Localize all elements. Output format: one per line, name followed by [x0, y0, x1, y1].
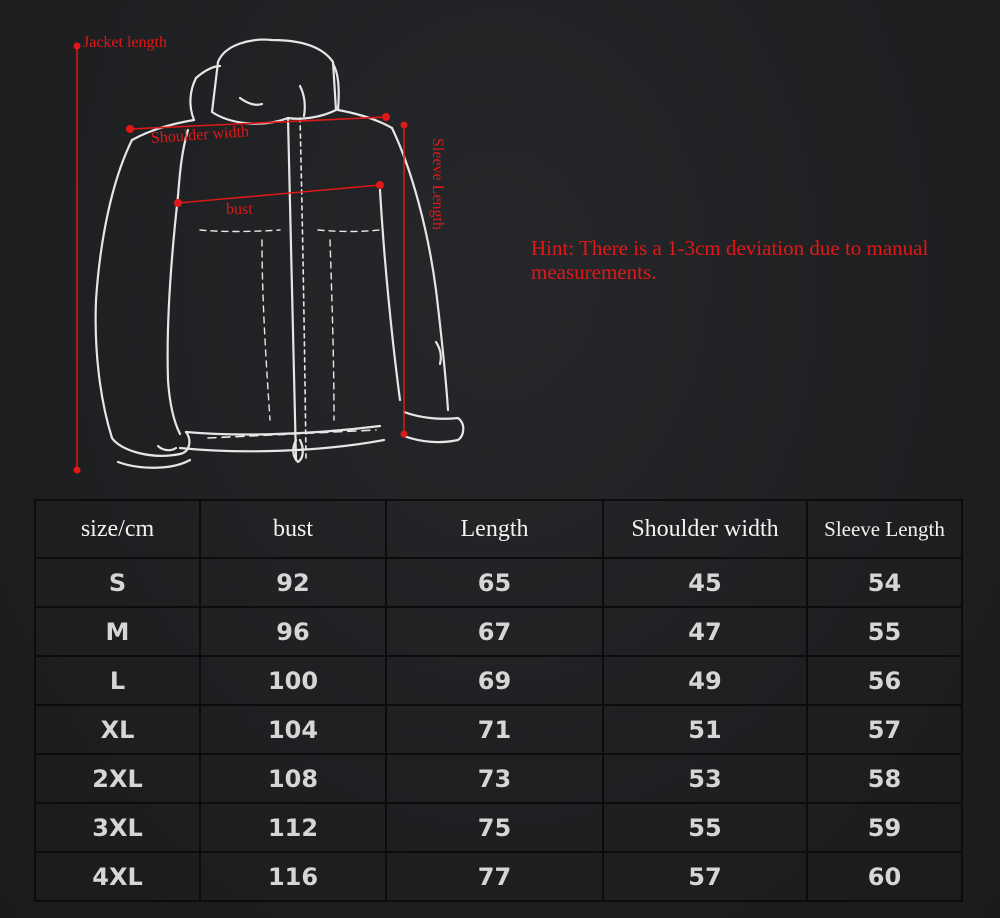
cell-length: 75: [385, 802, 604, 853]
cell-shoulder: 49: [602, 655, 808, 706]
sleeve-length-label: Sleeve Length: [429, 138, 446, 230]
cell-shoulder: 53: [602, 753, 808, 804]
cell-sleeve: 55: [806, 606, 963, 657]
table-row: M 96 67 47 55: [34, 606, 963, 657]
table-row: S 92 65 45 54: [34, 557, 963, 608]
cell-size: L: [34, 655, 201, 706]
jacket-length-label: Jacket length: [83, 34, 167, 51]
cell-length: 71: [385, 704, 604, 755]
table-header-row: size/cm bust Length Shoulder width Sleev…: [34, 499, 963, 559]
cell-length: 67: [385, 606, 604, 657]
cell-size: 2XL: [34, 753, 201, 804]
header-shoulder-width: Shoulder width: [602, 499, 808, 559]
cell-bust: 104: [199, 704, 387, 755]
cell-length: 69: [385, 655, 604, 706]
cell-shoulder: 45: [602, 557, 808, 608]
cell-length: 77: [385, 851, 604, 902]
cell-length: 73: [385, 753, 604, 804]
cell-length: 65: [385, 557, 604, 608]
cell-shoulder: 51: [602, 704, 808, 755]
cell-shoulder: 55: [602, 802, 808, 853]
cell-size: S: [34, 557, 201, 608]
cell-sleeve: 58: [806, 753, 963, 804]
measurement-hint: Hint: There is a 1-3cm deviation due to …: [531, 236, 929, 284]
cell-sleeve: 59: [806, 802, 963, 853]
header-bust: bust: [199, 499, 387, 559]
cell-bust: 108: [199, 753, 387, 804]
cell-bust: 92: [199, 557, 387, 608]
cell-bust: 112: [199, 802, 387, 853]
table-row: 2XL 108 73 53 58: [34, 753, 963, 804]
header-length: Length: [385, 499, 604, 559]
cell-bust: 116: [199, 851, 387, 902]
cell-bust: 96: [199, 606, 387, 657]
cell-sleeve: 56: [806, 655, 963, 706]
jacket-sketch: [73, 38, 465, 474]
table-row: 4XL 116 77 57 60: [34, 851, 963, 902]
table-row: 3XL 112 75 55 59: [34, 802, 963, 853]
cell-size: XL: [34, 704, 201, 755]
header-sleeve-length: Sleeve Length: [806, 499, 963, 559]
cell-size: 4XL: [34, 851, 201, 902]
cell-size: 3XL: [34, 802, 201, 853]
cell-sleeve: 54: [806, 557, 963, 608]
cell-shoulder: 47: [602, 606, 808, 657]
table-row: L 100 69 49 56: [34, 655, 963, 706]
size-chart-table: size/cm bust Length Shoulder width Sleev…: [34, 499, 963, 902]
header-size: size/cm: [34, 499, 201, 559]
cell-shoulder: 57: [602, 851, 808, 902]
bust-label: bust: [226, 201, 253, 218]
table-row: XL 104 71 51 57: [34, 704, 963, 755]
cell-size: M: [34, 606, 201, 657]
cell-sleeve: 57: [806, 704, 963, 755]
cell-bust: 100: [199, 655, 387, 706]
cell-sleeve: 60: [806, 851, 963, 902]
